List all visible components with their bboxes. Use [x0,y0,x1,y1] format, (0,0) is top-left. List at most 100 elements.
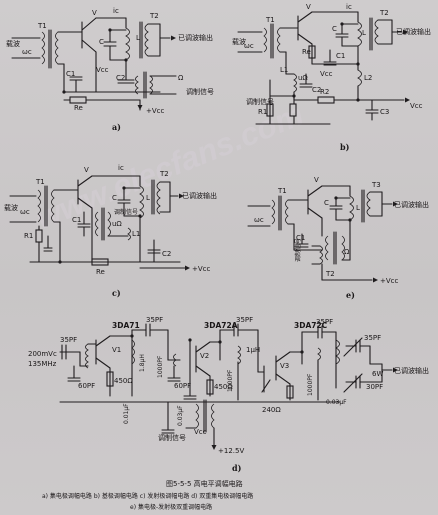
svg-text:T2: T2 [325,270,335,278]
svg-text:60PF: 60PF [78,382,95,390]
svg-text:35PF: 35PF [316,318,333,326]
figure-caption-line-2: e) 集电极-发射极双重调幅电路 [130,503,212,511]
svg-text:V: V [84,166,89,174]
panel-d-labels: 3DA71 3DA72A 3DA72C 35PF 35PF 35PF 200mV… [28,316,429,473]
svg-text:+12.5V: +12.5V [218,447,244,455]
svg-text:135MHz: 135MHz [28,360,57,368]
svg-text:T1: T1 [35,178,45,186]
svg-text:240Ω: 240Ω [262,406,281,414]
svg-text:C: C [332,25,337,33]
panel-d-circuit [59,323,398,450]
svg-text:调制信号: 调制信号 [294,238,302,262]
svg-text:60PF: 60PF [174,382,191,390]
svg-text:V: V [314,176,319,184]
svg-text:1000PF: 1000PF [227,369,234,392]
svg-text:0.03μF: 0.03μF [326,399,347,406]
svg-text:Re: Re [74,104,83,112]
svg-text:T2: T2 [149,12,159,20]
panel-e-circuit [247,185,398,283]
svg-text:R1: R1 [258,108,267,116]
svg-text:30PF: 30PF [366,383,383,391]
svg-text:T1: T1 [37,22,47,30]
svg-text:ωc: ωc [20,208,30,216]
svg-text:已调波输出: 已调波输出 [394,366,429,375]
svg-text:L: L [356,204,360,212]
svg-text:35PF: 35PF [146,316,163,324]
svg-text:uΩ: uΩ [298,74,308,82]
svg-text:C: C [112,194,117,202]
svg-text:C1: C1 [66,70,75,78]
panel-e-labels: ωc T1 V T3 C L 已调波输出 C1 Ω 调制信号 T2 +Vcc e… [254,176,429,300]
svg-text:Vcc: Vcc [96,66,109,74]
svg-text:ic: ic [346,3,352,11]
svg-text:载波: 载波 [6,39,20,48]
svg-text:Vcc: Vcc [320,70,333,78]
svg-text:已调波输出: 已调波输出 [178,33,213,42]
svg-text:35PF: 35PF [364,334,381,342]
svg-text:C: C [99,38,104,46]
svg-text:C1: C1 [336,52,345,60]
svg-text:C2: C2 [116,74,125,82]
svg-text:载波: 载波 [232,37,246,46]
panel-a-letter: a) [112,122,121,132]
svg-text:R1: R1 [24,232,33,240]
panel-c-labels: 载波 ωc T1 V ic T2 C L 已调波输出 C1 uΩ 调制信号 R1… [4,164,217,298]
svg-text:35PF: 35PF [236,316,253,324]
svg-text:T3: T3 [371,181,381,189]
svg-text:V: V [92,9,97,17]
svg-text:+Vcc: +Vcc [192,265,211,273]
svg-text:T2: T2 [379,9,389,17]
svg-text:T1: T1 [265,16,275,24]
svg-text:ωc: ωc [244,42,254,50]
svg-text:Vcc: Vcc [410,102,423,110]
svg-text:已调波输出: 已调波输出 [182,191,217,200]
svg-text:35PF: 35PF [60,336,77,344]
svg-text:已调波输出: 已调波输出 [396,27,431,36]
svg-text:0.03μF: 0.03μF [177,405,184,426]
svg-text:1μH: 1μH [246,346,260,354]
svg-text:V1: V1 [112,346,121,354]
svg-text:200mVc: 200mVc [28,350,57,358]
svg-text:C: C [324,199,329,207]
svg-text:+Vcc: +Vcc [146,107,165,115]
panel-d-letter: d) [232,463,242,473]
figure-title: 图5-5-5 高电平调幅电路 [166,479,243,488]
svg-text:3DA72C: 3DA72C [294,321,328,330]
svg-text:调制信号: 调制信号 [114,208,138,216]
panel-b-letter: b) [340,142,350,152]
svg-text:V3: V3 [280,362,289,370]
svg-text:L: L [136,34,140,42]
svg-text:调制信号: 调制信号 [246,97,274,106]
svg-text:C3: C3 [380,108,389,116]
svg-text:V2: V2 [200,352,209,360]
svg-text:调制信号: 调制信号 [186,87,214,96]
svg-text:已调波输出: 已调波输出 [394,200,429,209]
svg-text:Ω: Ω [344,248,350,256]
panel-c-letter: c) [112,288,121,298]
svg-text:3DA71: 3DA71 [112,321,140,330]
svg-text:Ω: Ω [178,74,184,82]
svg-text:1000PF: 1000PF [157,355,164,378]
svg-text:Re: Re [96,268,105,276]
svg-text:Re: Re [302,48,311,56]
panel-e-letter: e) [346,290,355,300]
svg-text:L1: L1 [280,66,288,74]
svg-text:R2: R2 [320,88,329,96]
svg-text:Vcc: Vcc [194,428,207,436]
svg-text:450Ω: 450Ω [114,377,133,385]
svg-text:1.8μH: 1.8μH [139,354,146,372]
panel-a-circuit [11,17,177,111]
svg-text:C1: C1 [72,216,81,224]
svg-text:3DA72A: 3DA72A [204,321,238,330]
panel-a-labels: 载波 ωc T1 V ic T2 C L 已调波输出 C1 Vcc C2 Ω 调… [6,7,214,132]
svg-text:450Ω: 450Ω [214,383,233,391]
svg-text:T1: T1 [277,187,287,195]
svg-text:ic: ic [113,7,119,15]
svg-text:0.01μF: 0.01μF [123,403,130,424]
svg-text:ωc: ωc [254,216,264,224]
svg-text:L2: L2 [364,74,372,82]
svg-text:1000PF: 1000PF [307,373,314,396]
panel-b-circuit [237,11,410,125]
